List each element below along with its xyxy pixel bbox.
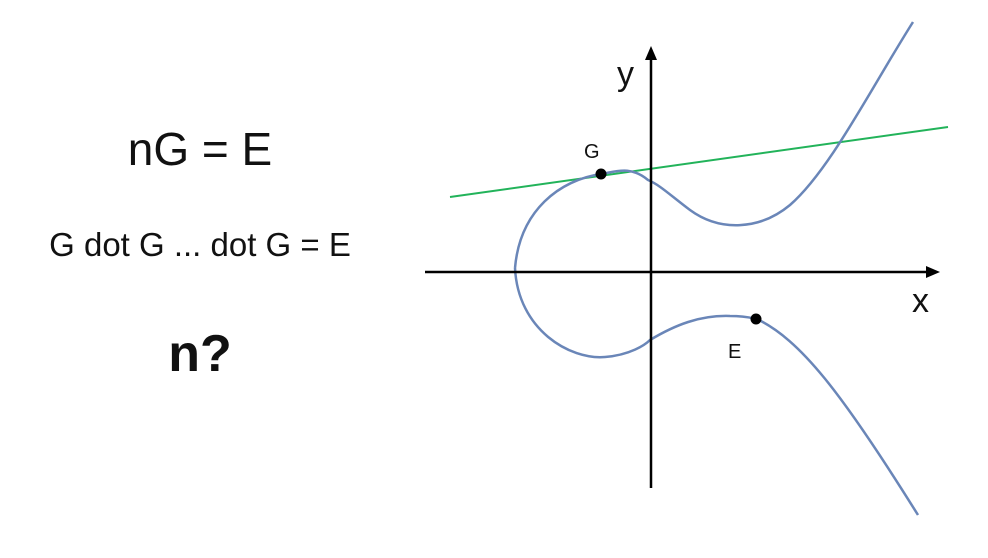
point-e: [750, 313, 762, 325]
curve-upper-branch: [513, 21, 915, 269]
tangent-line: [449, 126, 949, 198]
question-label: n?: [168, 325, 232, 383]
x-axis-label: x: [912, 282, 929, 320]
point-e-label: E: [728, 341, 741, 363]
curve-lower-branch: [513, 267, 920, 516]
x-axis-arrow-icon: [926, 266, 940, 278]
point-g-label: G: [584, 141, 600, 163]
y-axis-arrow-icon: [645, 46, 657, 60]
scalar-multiplication-equation: nG = E: [127, 123, 273, 175]
y-axis-label: y: [617, 55, 634, 93]
point-g: [595, 168, 607, 180]
repeated-dot-equation: G dot G ... dot G = E: [49, 226, 351, 263]
equation-panel: nG = E G dot G ... dot G = E n?: [0, 0, 410, 558]
